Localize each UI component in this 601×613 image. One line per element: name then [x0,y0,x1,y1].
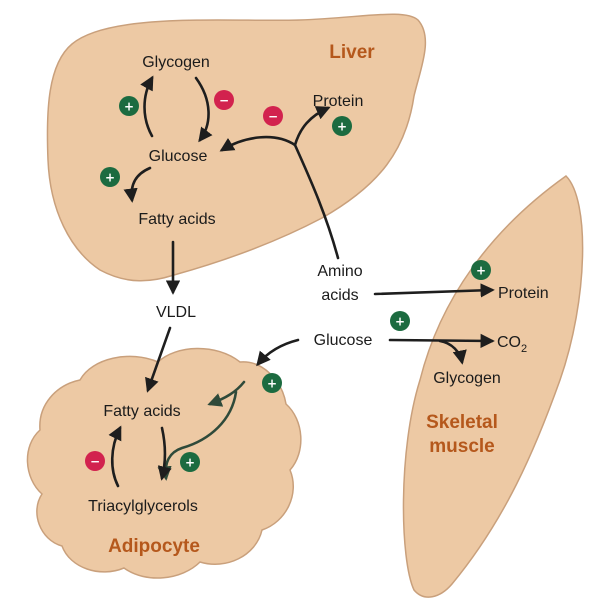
svg-text:+: + [124,100,134,114]
muscle-protein-label: Protein [498,285,549,302]
arrow-branch-to-glucose [219,135,297,152]
arrow-glucose-to-fatty-acids [123,166,152,203]
arrow-branch-to-protein [293,106,331,147]
svg-text:+: + [185,456,195,470]
minus-sign-liver-glycogen: − [214,90,234,110]
liver-protein-label: Protein [313,93,364,110]
arrow-amino-to-muscle-protein [373,283,495,298]
arrow-fatty-acids-to-triacylglycerols [157,426,172,481]
svg-text:+: + [395,315,405,329]
liver-glycogen-label: Glycogen [142,54,210,71]
adipocyte-triacylglycerols-label: Triacylglycerols [88,498,198,515]
svg-text:+: + [476,264,486,278]
plus-sign-adipocyte: + [180,452,200,472]
plus-sign-liver-protein: + [332,116,352,136]
plus-sign-liver-fatty-acids: + [100,167,120,187]
glucose-label: Glucose [314,332,373,349]
vldl-label: VLDL [156,304,196,321]
svg-text:+: + [337,120,347,134]
arrow-glucose-to-triacylglycerols [157,390,238,481]
svg-text:−: − [219,94,229,108]
plus-sign-liver-glycogen: + [119,96,139,116]
arrow-glucose-to-adipocyte [256,338,300,367]
svg-text:−: − [268,110,278,124]
liver-fatty-acids-label: Fatty acids [138,211,215,228]
svg-text:−: − [90,455,100,469]
skeletal-muscle-title-line2: muscle [429,436,494,457]
plus-sign-muscle-protein: + [471,260,491,280]
arrow-glycogen-to-glucose [194,76,213,143]
amino-acids-label-line1: Amino [317,263,362,280]
arrow-glucose-to-glycogen [140,75,154,138]
muscle-co2-label: CO2 [497,334,527,355]
skeletal-muscle-title-line1: Skeletal [426,412,498,433]
minus-sign-liver-amino: − [263,106,283,126]
amino-acids-label-line2: acids [321,287,358,304]
svg-text:+: + [267,377,277,391]
adipocyte-title: Adipocyte [108,536,200,557]
liver-title: Liver [329,42,375,63]
muscle-glycogen-label: Glycogen [433,370,501,387]
skeletal-muscle-shape [402,175,584,598]
arrow-amino-to-liver [293,143,340,260]
arrow-glucose-to-muscle-glycogen [438,339,467,365]
minus-sign-adipocyte: − [85,451,105,471]
plus-sign-adipocyte-glucose: + [262,373,282,393]
adipocyte-fatty-acids-label: Fatty acids [103,403,180,420]
arrow-vldl-to-adipocyte [145,326,172,393]
arrow-glucose-to-fatty-acids-adipocyte [207,380,246,407]
arrow-triacylglycerols-to-fatty-acids [108,425,122,488]
liver-glucose-label: Glucose [149,148,208,165]
svg-text:+: + [105,171,115,185]
plus-sign-muscle-glucose: + [390,311,410,331]
